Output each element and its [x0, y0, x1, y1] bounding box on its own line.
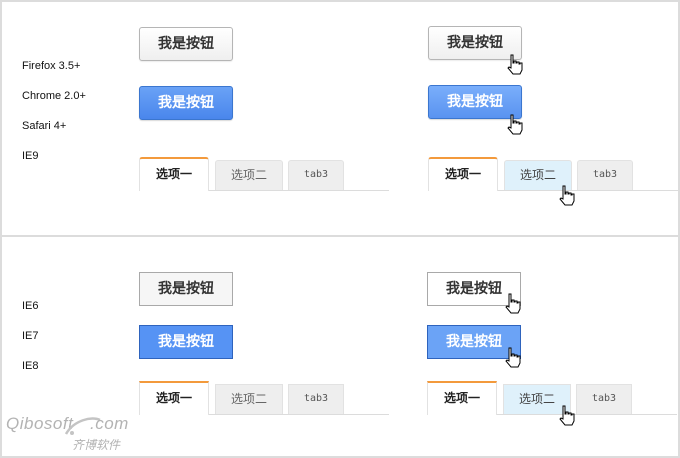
tab-bar-hover: 选项一 选项二 tab3 [428, 157, 678, 191]
gray-button-hover[interactable]: 我是按钮 [428, 26, 522, 60]
tab-baseline [428, 190, 678, 191]
blue-button-hover[interactable]: 我是按钮 [428, 85, 522, 119]
tab-bar: 选项一 选项二 tab3 [139, 381, 389, 415]
browser-label-ie7: IE7 [22, 330, 39, 342]
tab-baseline [427, 414, 677, 415]
tab-option-1[interactable]: 选项一 [427, 381, 497, 415]
browser-label-firefox: Firefox 3.5+ [22, 60, 81, 72]
browser-label-safari: Safari 4+ [22, 120, 67, 132]
tab-option-1[interactable]: 选项一 [428, 157, 498, 191]
browser-label-ie6: IE6 [22, 300, 39, 312]
tab-option-2[interactable]: 选项二 [215, 160, 283, 190]
tab-bar: 选项一 选项二 tab3 [139, 157, 389, 191]
watermark-domain: .com [90, 414, 129, 433]
tab-bar-hover: 选项一 选项二 tab3 [427, 381, 677, 415]
browser-label-chrome: Chrome 2.0+ [22, 90, 86, 102]
blue-button[interactable]: 我是按钮 [139, 86, 233, 120]
panel-divider [0, 235, 680, 237]
blue-button-hover[interactable]: 我是按钮 [427, 325, 521, 359]
gray-button-hover[interactable]: 我是按钮 [427, 272, 521, 306]
tab-option-2-hover[interactable]: 选项二 [504, 160, 572, 190]
tab-3[interactable]: tab3 [576, 384, 632, 414]
tab-option-1[interactable]: 选项一 [139, 381, 209, 415]
tab-3[interactable]: tab3 [577, 160, 633, 190]
watermark-brand: Qibosoft [6, 414, 74, 433]
tab-option-2-hover[interactable]: 选项二 [503, 384, 571, 414]
gray-button[interactable]: 我是按钮 [139, 27, 233, 61]
tab-option-1[interactable]: 选项一 [139, 157, 209, 191]
browser-label-ie9: IE9 [22, 150, 39, 162]
tab-3[interactable]: tab3 [288, 160, 344, 190]
tab-option-2[interactable]: 选项二 [215, 384, 283, 414]
swoosh-logo-icon [64, 417, 101, 435]
tab-baseline [139, 190, 389, 191]
browser-label-ie8: IE8 [22, 360, 39, 372]
tab-baseline [139, 414, 389, 415]
gray-button[interactable]: 我是按钮 [139, 272, 233, 306]
blue-button[interactable]: 我是按钮 [139, 325, 233, 359]
tab-3[interactable]: tab3 [288, 384, 344, 414]
watermark-cn-name: 齐博软件 [72, 438, 121, 452]
qibosoft-watermark: Qibosoft .com 齐博软件 [6, 414, 136, 454]
